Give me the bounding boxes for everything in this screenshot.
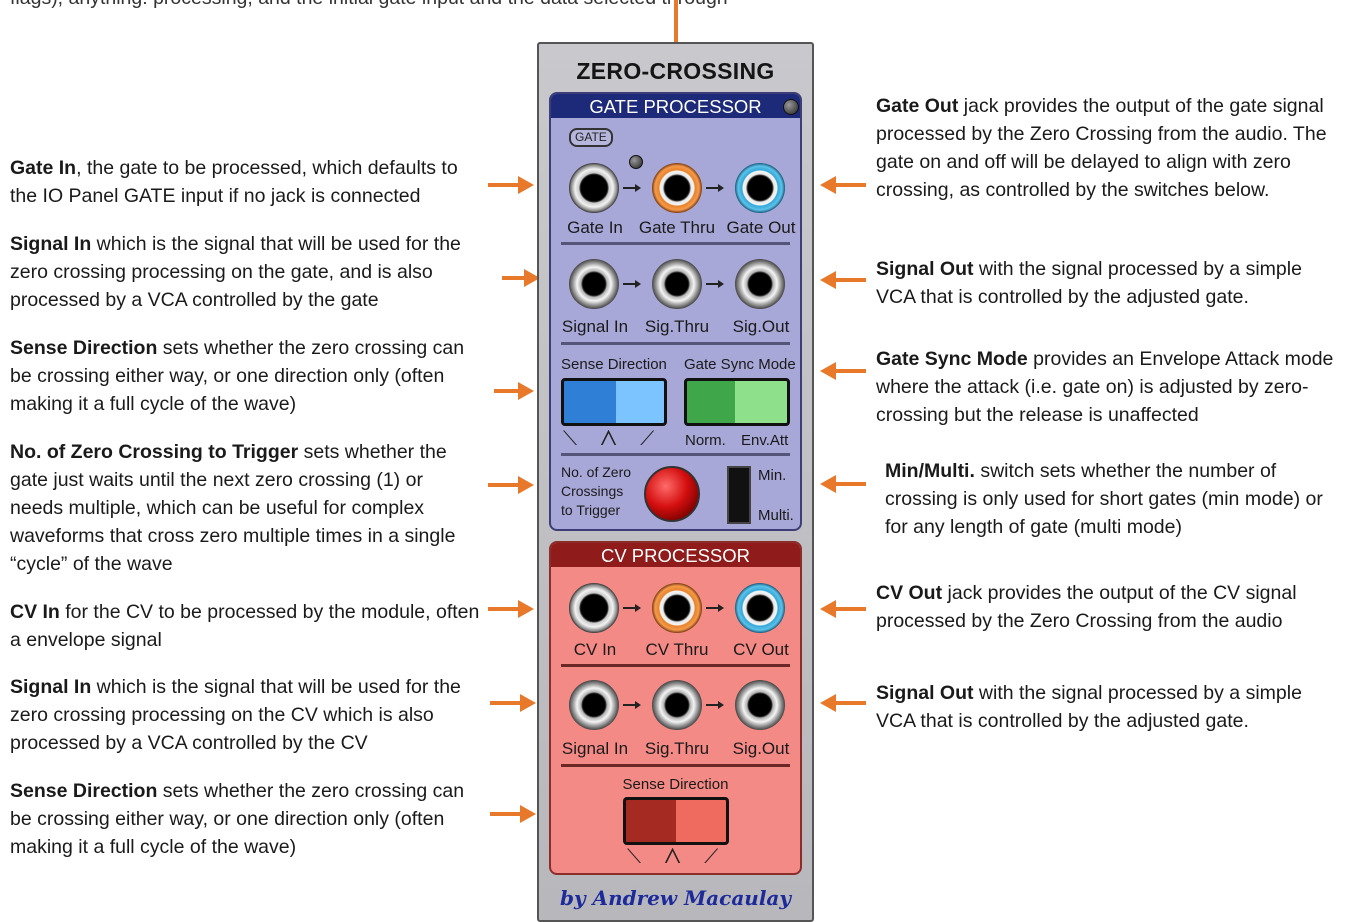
annotation-gate-sync-mode: Gate Sync Mode provides an Envelope Atta… xyxy=(876,348,1334,426)
sig-thru-label: Sig.Thru xyxy=(644,317,710,336)
norm-label: Norm. xyxy=(685,432,726,449)
min-multi-switch[interactable] xyxy=(727,466,751,524)
multi-label: Multi. xyxy=(758,507,794,524)
arrow-sense-direction-gate xyxy=(494,382,534,400)
divider xyxy=(561,664,790,667)
sig-out-label: Sig.Out xyxy=(732,317,790,336)
cv-sig-thru-jack[interactable] xyxy=(652,680,702,730)
gate-thru-jack[interactable] xyxy=(652,163,702,213)
annotation-signal-in-gate: Signal In which is the signal that will … xyxy=(10,233,461,311)
gate-processor-header: GATE PROCESSOR xyxy=(551,94,800,118)
gate-header-led xyxy=(783,99,799,115)
arrow-signal-in-gate xyxy=(502,269,540,287)
cv-direction-symbols: ⟍ ⋀ ⟋ xyxy=(627,846,728,868)
direction-symbols: ⟍ ⋀ ⟋ xyxy=(563,428,664,450)
annotation-zero-crossings: No. of Zero Crossing to Trigger sets whe… xyxy=(10,441,456,575)
annotation-signal-out-gate: Signal Out with the signal processed by … xyxy=(876,258,1302,308)
gate-out-label: Gate Out xyxy=(726,218,796,237)
divider xyxy=(561,764,790,767)
annotation-signal-in-cv: Signal In which is the signal that will … xyxy=(10,676,461,754)
divider xyxy=(561,342,790,345)
signal-in-jack[interactable] xyxy=(569,259,619,309)
cv-sense-direction-switch[interactable] xyxy=(623,797,729,845)
connector-arrow xyxy=(623,701,641,709)
sense-direction-label: Sense Direction xyxy=(561,356,667,373)
zero-crossings-knob[interactable] xyxy=(644,466,700,522)
cv-out-jack[interactable] xyxy=(735,583,785,633)
annotation-sense-direction-cv: Sense Direction sets whether the zero cr… xyxy=(10,780,465,858)
cv-sig-out-jack[interactable] xyxy=(735,680,785,730)
arrow-gate-sync-mode xyxy=(820,362,866,380)
sense-direction-switch[interactable] xyxy=(561,378,667,426)
cv-out-label: CV Out xyxy=(733,640,789,659)
arrow-cv-in xyxy=(488,600,534,618)
arrow-zero-crossings xyxy=(488,476,534,494)
top-caption: flags), anything: processing, and the in… xyxy=(10,0,1110,12)
gate-thru-label: Gate Thru xyxy=(638,218,716,237)
cv-sig-out-label: Sig.Out xyxy=(732,739,790,758)
arrow-cv-out xyxy=(820,600,866,618)
cv-thru-jack[interactable] xyxy=(652,583,702,633)
gate-in-jack[interactable] xyxy=(569,163,619,213)
connector-arrow xyxy=(706,184,724,192)
gate-out-jack[interactable] xyxy=(735,163,785,213)
gate-sync-mode-switch[interactable] xyxy=(684,378,790,426)
connector-arrow xyxy=(623,280,641,288)
gate-badge: GATE xyxy=(569,128,613,147)
arrow-signal-in-cv xyxy=(490,694,536,712)
cv-signal-in-jack[interactable] xyxy=(569,680,619,730)
sig-out-jack[interactable] xyxy=(735,259,785,309)
signal-in-label: Signal In xyxy=(561,317,629,336)
cv-processor-panel: CV PROCESSOR CV In CV Thru CV Out Signal… xyxy=(549,541,802,875)
gate-sync-mode-label: Gate Sync Mode xyxy=(684,356,796,373)
arrow-gate-out xyxy=(820,176,866,194)
gate-processor-panel: GATE PROCESSOR GATE Gate In Gate Thru Ga… xyxy=(549,92,802,531)
annotation-sense-direction-gate: Sense Direction sets whether the zero cr… xyxy=(10,337,465,415)
zero-crossings-label: No. of Zero Crossings to Trigger xyxy=(561,464,632,518)
annotation-gate-out: Gate Out jack provides the output of the… xyxy=(876,95,1327,201)
gate-in-label: Gate In xyxy=(567,218,623,237)
connector-arrow xyxy=(706,604,724,612)
divider xyxy=(561,242,790,245)
cv-sense-direction-label: Sense Direction xyxy=(622,776,729,793)
annotation-cv-in: CV In for the CV to be processed by the … xyxy=(10,601,480,651)
arrow-min-multi xyxy=(820,475,866,493)
cv-thru-label: CV Thru xyxy=(645,640,709,659)
cv-in-jack[interactable] xyxy=(569,583,619,633)
annotation-signal-out-cv: Signal Out with the signal processed by … xyxy=(876,682,1302,732)
min-label: Min. xyxy=(758,467,787,484)
connector-arrow xyxy=(706,280,724,288)
connector-arrow xyxy=(623,604,641,612)
module-title: ZERO-CROSSING xyxy=(576,58,775,84)
annotation-gate-in: Gate In, the gate to be processed, which… xyxy=(10,157,458,207)
env-att-label: Env.Att xyxy=(741,432,789,449)
signature: by Andrew Macaulay xyxy=(559,886,791,910)
annotation-cv-out: CV Out jack provides the output of the C… xyxy=(876,582,1297,632)
connector-arrow xyxy=(623,184,641,192)
divider xyxy=(561,453,790,456)
zero-crossing-module: ZERO-CROSSING GATE PROCESSOR GATE Gate I… xyxy=(537,42,814,922)
arrow-gate-in xyxy=(488,176,534,194)
sig-thru-jack[interactable] xyxy=(652,259,702,309)
cv-signal-in-label: Signal In xyxy=(561,739,629,758)
cv-sig-thru-label: Sig.Thru xyxy=(644,739,710,758)
arrow-signal-out-cv xyxy=(820,694,866,712)
cv-in-label: CV In xyxy=(573,640,617,659)
arrow-sense-direction-cv xyxy=(490,805,536,823)
annotation-min-multi: Min/Multi. switch sets whether the numbe… xyxy=(885,460,1323,538)
cv-processor-header: CV PROCESSOR xyxy=(551,543,800,567)
gate-activity-led xyxy=(629,155,643,169)
connector-arrow xyxy=(706,701,724,709)
arrow-signal-out-gate xyxy=(820,271,866,289)
